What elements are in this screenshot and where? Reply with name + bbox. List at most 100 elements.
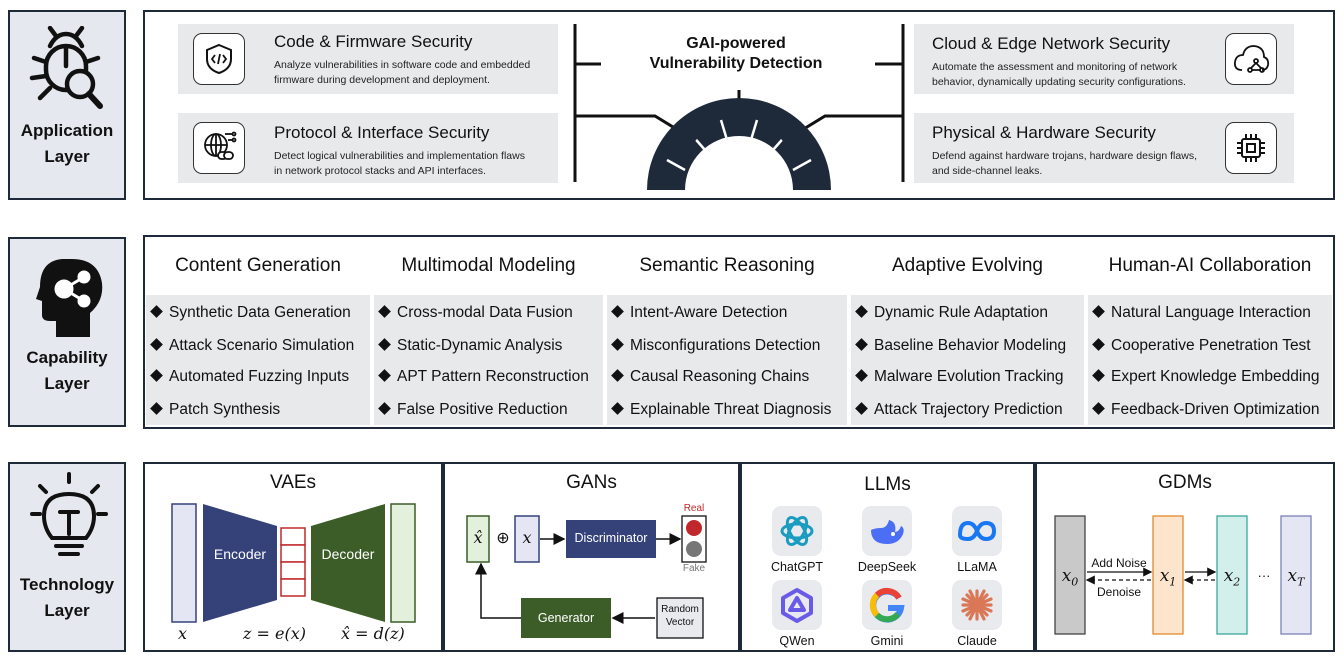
capability-layer-label-box: Capability Layer <box>8 237 126 427</box>
list-item: Attack Scenario Simulation <box>150 337 354 355</box>
card-title: Cloud & Edge Network Security <box>932 34 1171 53</box>
xT-label: xT <box>1287 566 1305 589</box>
generator-label: Generator <box>537 611 595 625</box>
deepseek-logo-icon <box>862 506 912 556</box>
card-desc-line2: in network protocol stacks and API inter… <box>274 165 486 177</box>
hub-title-line2: Vulnerability Detection <box>649 55 823 72</box>
capability-title: Content Generation <box>146 237 370 295</box>
random-vector-line2: Vector <box>665 617 695 628</box>
gdms-panel: GDMs x0 x1 x2 xT ··· Add Noise Denoise <box>1035 462 1335 652</box>
card-title: Protocol & Interface Security <box>274 123 490 142</box>
x1-label: x1 <box>1159 566 1177 589</box>
brain-head-icon <box>36 259 103 337</box>
capability-list: Dynamic Rule Adaptation Baseline Behavio… <box>851 295 1084 425</box>
discriminator-label: Discriminator <box>574 531 648 545</box>
random-vector-line1: Random <box>661 604 699 615</box>
list-item: Intent-Aware Detection <box>611 304 787 322</box>
real-label: Real <box>683 503 705 514</box>
globe-link-icon <box>193 122 245 174</box>
technology-layer-label-box: Technology Layer <box>8 462 126 652</box>
list-item: Expert Knowledge Embedding <box>1092 368 1320 386</box>
chatgpt-logo-icon <box>772 506 822 556</box>
technology-layer-line2: Layer <box>44 601 90 620</box>
llm-name: QWen <box>779 634 815 648</box>
list-item: Misconfigurations Detection <box>611 337 820 355</box>
capability-list: Intent-Aware Detection Misconfigurations… <box>607 295 847 425</box>
claude-logo-icon <box>952 580 1002 630</box>
llms-panel: LLMs ChatGPT DeepSeek LLaMA QWen Gmini C… <box>740 462 1035 652</box>
xhat-label: x̂ = d(z) <box>341 624 405 643</box>
gan-diagram <box>466 515 707 639</box>
capability-layer-line1: Capability <box>26 348 108 367</box>
list-item: Cooperative Penetration Test <box>1092 337 1311 355</box>
x-label: x <box>178 624 188 643</box>
llm-name: ChatGPT <box>770 560 824 574</box>
llms-title: LLMs <box>864 474 911 495</box>
capability-layer-line2: Layer <box>44 374 90 393</box>
list-item: Baseline Behavior Modeling <box>855 337 1066 355</box>
capability-title: Multimodal Modeling <box>374 237 603 295</box>
decoder-label: Decoder <box>321 546 375 562</box>
capability-column-content-generation: Content Generation Synthetic Data Genera… <box>146 237 370 427</box>
vaes-title: VAEs <box>269 472 317 493</box>
llama-logo-icon <box>952 506 1002 556</box>
list-item: Patch Synthesis <box>150 401 280 419</box>
x2-label: x2 <box>1223 566 1241 589</box>
capability-title: Semantic Reasoning <box>607 237 847 295</box>
list-item: Cross-modal Data Fusion <box>378 304 573 322</box>
fake-label: Fake <box>682 563 706 574</box>
llm-name: DeepSeek <box>857 560 917 574</box>
x0-label: x0 <box>1061 566 1079 589</box>
gdm-diagram <box>1054 515 1312 635</box>
encoder-label: Encoder <box>213 546 267 562</box>
card-desc-line2: firmware during development and deployme… <box>274 74 490 86</box>
card-desc-line2: behavior, dynamically updating security … <box>932 76 1186 88</box>
list-item: Attack Trajectory Prediction <box>855 401 1063 419</box>
list-item: Natural Language Interaction <box>1092 304 1311 322</box>
list-item: Malware Evolution Tracking <box>855 368 1064 386</box>
card-desc-line1: Automate the assessment and monitoring o… <box>932 61 1178 73</box>
list-item: Causal Reasoning Chains <box>611 368 809 386</box>
hub-title: GAI-powered Vulnerability Detection <box>600 34 872 74</box>
list-item: Static-Dynamic Analysis <box>378 337 562 355</box>
list-item: Explainable Threat Diagnosis <box>611 401 831 419</box>
llm-name: Claude <box>957 634 997 648</box>
application-layer-label-box: Application Layer <box>8 10 126 200</box>
card-desc-line1: Detect logical vulnerabilities and imple… <box>274 150 525 162</box>
llm-name: LLaMA <box>957 560 997 574</box>
list-item: APT Pattern Reconstruction <box>378 368 589 386</box>
technology-layer-line1: Technology <box>19 575 115 594</box>
capability-title: Human-AI Collaboration <box>1088 237 1332 295</box>
capability-column-human-ai-collaboration: Human-AI Collaboration Natural Language … <box>1088 237 1332 427</box>
ellipsis: ··· <box>1257 568 1271 583</box>
card-desc-line1: Defend against hardware trojans, hardwar… <box>932 150 1197 162</box>
qwen-logo-icon <box>772 580 822 630</box>
capability-list: Synthetic Data Generation Attack Scenari… <box>146 295 370 425</box>
capability-list: Natural Language Interaction Cooperative… <box>1088 295 1332 425</box>
protocol-interface-card: Protocol & Interface Security Detect log… <box>178 113 558 183</box>
vae-diagram <box>171 503 416 623</box>
capability-column-adaptive-evolving: Adaptive Evolving Dynamic Rule Adaptatio… <box>851 237 1084 427</box>
cloud-edge-card: Cloud & Edge Network Security Automate t… <box>914 24 1294 94</box>
vaes-panel: VAEs Encoder Decoder x z = e(x) x̂ = d(z… <box>143 462 443 652</box>
gans-title: GANs <box>566 472 617 493</box>
gan-xhat-label: x̂ <box>473 528 483 547</box>
denoise-label: Denoise <box>1096 585 1142 599</box>
capability-list: Cross-modal Data Fusion Static-Dynamic A… <box>374 295 603 425</box>
list-item: Dynamic Rule Adaptation <box>855 304 1048 322</box>
lightbulb-icon <box>30 472 108 556</box>
gemini-logo-icon <box>862 580 912 630</box>
gans-panel: GANs x̂ ⊕ x Discriminator Generator Rand… <box>443 462 740 652</box>
capability-column-multimodal-modeling: Multimodal Modeling Cross-modal Data Fus… <box>374 237 603 427</box>
gdms-title: GDMs <box>1158 472 1212 493</box>
physical-hardware-card: Physical & Hardware Security Defend agai… <box>914 113 1294 183</box>
list-item: Feedback-Driven Optimization <box>1092 401 1319 419</box>
chip-icon <box>1225 122 1277 174</box>
application-layer-line1: Application <box>20 121 114 140</box>
bug-search-icon <box>29 26 103 109</box>
capability-column-semantic-reasoning: Semantic Reasoning Intent-Aware Detectio… <box>607 237 847 427</box>
list-item: False Positive Reduction <box>378 401 568 419</box>
list-item: Automated Fuzzing Inputs <box>150 368 349 386</box>
application-layer-line2: Layer <box>44 147 90 166</box>
code-shield-icon <box>193 33 245 85</box>
